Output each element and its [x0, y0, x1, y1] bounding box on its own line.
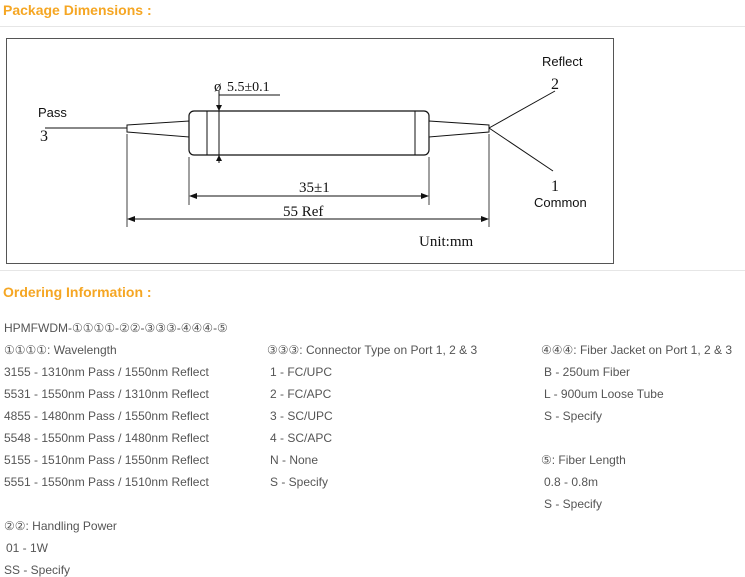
fiber-length-option: 0.8 - 0.8m [544, 475, 599, 489]
section-divider [0, 270, 745, 271]
common-fiber-line [488, 127, 554, 172]
package-dimensions-title: Package Dimensions : [3, 2, 152, 18]
diameter-dimension: 5.5±0.1 [227, 80, 270, 95]
wavelength-option: 5551 - 1550nm Pass / 1510nm Reflect [4, 475, 209, 489]
common-label: Common [534, 195, 587, 210]
connector-option: S - Specify [270, 475, 329, 489]
ordering-information-title: Ordering Information : [3, 284, 152, 300]
handling-power-option: 01 - 1W [6, 541, 49, 555]
total-length-dimension: 55 Ref [283, 204, 323, 220]
connector-heading: ③③③: Connector Type on Port 1, 2 & 3 [267, 343, 478, 357]
reflect-port-number: 2 [551, 76, 559, 93]
diameter-symbol: ø [214, 79, 222, 95]
fiber-jacket-heading: ④④④: Fiber Jacket on Port 1, 2 & 3 [541, 343, 733, 357]
fiber-length-heading: ⑤: Fiber Length [541, 453, 626, 467]
handling-power-option: SS - Specify [4, 563, 71, 577]
right-boot [428, 120, 490, 138]
connector-option: 2 - FC/APC [270, 387, 332, 401]
wavelength-option: 5155 - 1510nm Pass / 1550nm Reflect [4, 453, 209, 467]
wavelength-option: 5548 - 1550nm Pass / 1480nm Reflect [4, 431, 209, 445]
fiber-length-option: S - Specify [544, 497, 603, 511]
part-number-code: HPMFWDM-①①①①-②②-③③③-④④④-⑤ [4, 321, 228, 335]
left-boot [126, 120, 190, 138]
package-drawing-svg: ø 5.5±0.1 35±1 55 Ref Pass 3 Reflect 2 1… [38, 54, 587, 250]
fiber-jacket-option: L - 900um Loose Tube [544, 387, 664, 401]
common-port-number: 1 [551, 178, 559, 195]
body-length-dimension: 35±1 [299, 180, 330, 196]
wavelength-option: 5531 - 1550nm Pass / 1310nm Reflect [4, 387, 209, 401]
connector-option: 3 - SC/UPC [270, 409, 333, 423]
unit-label: Unit:mm [419, 234, 474, 250]
wavelength-heading: ①①①①: Wavelength [4, 343, 117, 357]
fiber-jacket-option: S - Specify [544, 409, 603, 423]
device-body [188, 110, 430, 156]
wavelength-option: 4855 - 1480nm Pass / 1550nm Reflect [4, 409, 209, 423]
connector-option: 1 - FC/UPC [270, 365, 333, 379]
handling-power-heading: ②②: Handling Power [4, 519, 117, 533]
fiber-jacket-option: B - 250um Fiber [544, 365, 631, 379]
pass-port-number: 3 [40, 128, 48, 145]
package-drawing: ø 5.5±0.1 35±1 55 Ref Pass 3 Reflect 2 1… [6, 38, 614, 264]
reflect-label: Reflect [542, 54, 583, 69]
connector-option: 4 - SC/APC [270, 431, 333, 445]
reflect-fiber-line [488, 90, 556, 129]
wavelength-option: 3155 - 1310nm Pass / 1550nm Reflect [4, 365, 209, 379]
connector-option: N - None [270, 453, 319, 467]
section-divider [0, 26, 745, 27]
pass-label: Pass [38, 105, 67, 120]
